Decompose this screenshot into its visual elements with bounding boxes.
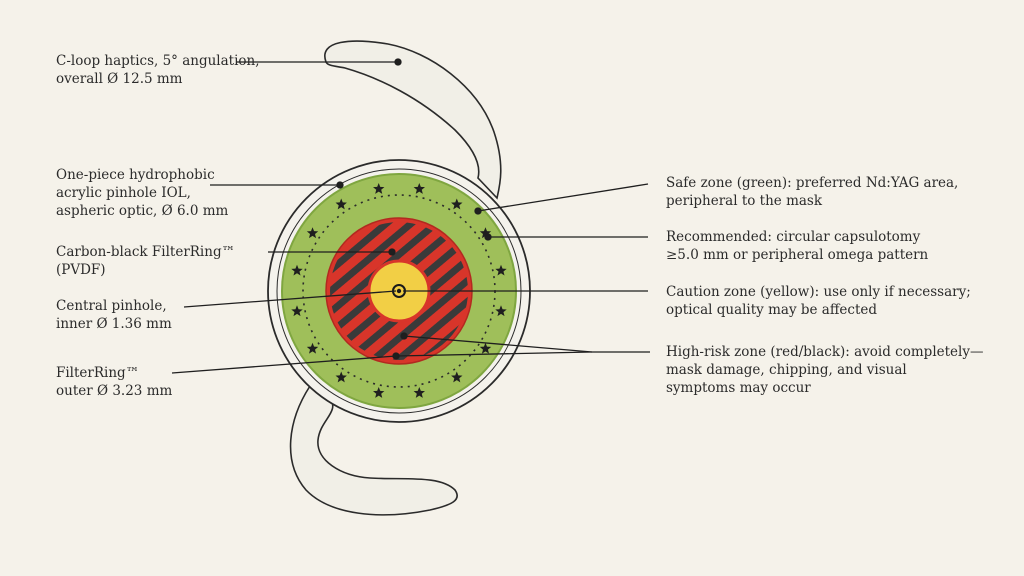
leader-safe-zone-dot: [474, 207, 482, 215]
lower-haptic: [289, 384, 458, 516]
star-icon: [291, 305, 303, 317]
label-high-risk-line-3: symptoms may occur: [666, 380, 811, 396]
star-icon: [291, 264, 303, 276]
star-icon: [335, 371, 347, 383]
label-filter-material-line-1: Carbon-black FilterRing™: [56, 244, 236, 260]
label-optic-line-3: aspheric optic, Ø 6.0 mm: [56, 203, 229, 219]
leader-safe-zone: [477, 183, 649, 212]
label-haptics: C-loop haptics, 5° angulation, overall Ø…: [56, 52, 260, 88]
label-capsulotomy-line-1: Recommended: circular capsulotomy: [666, 229, 921, 245]
leader-filter-material-dot: [388, 248, 396, 256]
pinhole-dot: [396, 288, 402, 294]
label-caution-zone: Caution zone (yellow): use only if neces…: [666, 283, 971, 319]
leader-high-risk-b: [395, 351, 593, 357]
label-capsulotomy-line-2: ≥5.0 mm or peripheral omega pattern: [666, 247, 929, 263]
leader-haptics-dot: [394, 58, 402, 66]
label-high-risk-line-1: High-risk zone (red/black): avoid comple…: [666, 344, 984, 360]
leader-high-risk-a: [403, 335, 593, 353]
label-pinhole-line-1: Central pinhole,: [56, 298, 167, 314]
label-pinhole: Central pinhole, inner Ø 1.36 mm: [56, 297, 172, 333]
star-icon: [306, 227, 319, 239]
label-high-risk-zone: High-risk zone (red/black): avoid comple…: [666, 343, 983, 397]
leader-optic-dot: [336, 181, 344, 189]
star-icon: [495, 264, 507, 276]
label-haptics-line-1: C-loop haptics, 5° angulation,: [56, 53, 260, 69]
capsulotomy-star-markers: [291, 183, 507, 398]
label-safe-zone: Safe zone (green): preferred Nd:YAG area…: [666, 174, 958, 210]
label-filter-material: Carbon-black FilterRing™ (PVDF): [56, 243, 235, 279]
star-icon: [495, 305, 507, 317]
star-icon: [335, 198, 347, 210]
star-icon: [479, 227, 492, 239]
leader-filter-outer: [171, 355, 397, 374]
star-icon: [306, 342, 319, 354]
label-high-risk-line-2: mask damage, chipping, and visual: [666, 362, 907, 378]
label-filter-material-line-2: (PVDF): [56, 262, 106, 278]
label-optic-line-2: acrylic pinhole IOL,: [56, 185, 191, 201]
label-capsulotomy: Recommended: circular capsulotomy ≥5.0 m…: [666, 228, 928, 264]
star-icon: [451, 371, 463, 383]
upper-haptic: [324, 40, 502, 200]
label-caution-zone-line-1: Caution zone (yellow): use only if neces…: [666, 284, 971, 300]
star-icon: [479, 342, 492, 354]
label-pinhole-line-2: inner Ø 1.36 mm: [56, 316, 172, 332]
label-haptics-line-2: overall Ø 12.5 mm: [56, 71, 183, 87]
label-filter-outer: FilterRing™ outer Ø 3.23 mm: [56, 364, 172, 400]
label-safe-zone-line-2: peripheral to the mask: [666, 193, 823, 209]
label-caution-zone-line-2: optical quality may be affected: [666, 302, 878, 318]
label-optic: One-piece hydrophobic acrylic pinhole IO…: [56, 166, 228, 220]
label-optic-line-1: One-piece hydrophobic: [56, 167, 215, 183]
star-icon: [373, 183, 385, 194]
leader-capsulotomy-dot: [484, 233, 492, 241]
label-filter-outer-line-1: FilterRing™: [56, 365, 140, 381]
leader-high-risk-dot: [400, 332, 408, 340]
leader-pinhole: [183, 290, 397, 308]
label-filter-outer-line-2: outer Ø 3.23 mm: [56, 383, 173, 399]
star-icon: [413, 183, 425, 194]
star-icon: [451, 198, 463, 210]
star-icon: [413, 387, 425, 398]
label-safe-zone-line-1: Safe zone (green): preferred Nd:YAG area…: [666, 175, 959, 191]
star-icon: [373, 387, 385, 398]
